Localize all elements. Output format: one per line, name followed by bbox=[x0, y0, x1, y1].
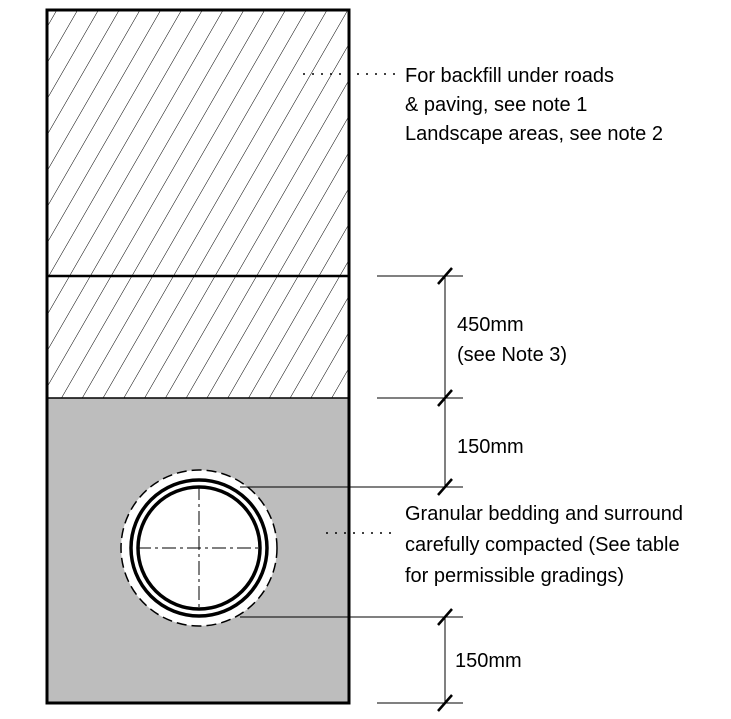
dimension-tick-703 bbox=[437, 694, 453, 712]
dimension-cover-note: (see Note 3) bbox=[457, 344, 567, 366]
backfill-note-line-1: For backfill under roads bbox=[405, 65, 614, 87]
dimension-tick-617 bbox=[437, 608, 453, 626]
dimension-cover-value: 450mm bbox=[457, 314, 524, 336]
backfill-note-line-2: & paving, see note 1 bbox=[405, 94, 587, 116]
dimension-tick-487 bbox=[437, 478, 453, 496]
trench-outline bbox=[45, 8, 351, 705]
dimension-above-pipe-value: 150mm bbox=[457, 436, 524, 458]
dimension-tick-276 bbox=[437, 267, 453, 285]
dimension-below-pipe-value: 150mm bbox=[455, 650, 522, 672]
backfill-zone bbox=[47, 10, 349, 276]
backfill-note-line-3: Landscape areas, see note 2 bbox=[405, 123, 663, 145]
bedding-note-line-3: for permissible gradings) bbox=[405, 565, 624, 587]
dimension-tick-398 bbox=[437, 389, 453, 407]
selected-fill-zone bbox=[47, 276, 349, 398]
pipe bbox=[120, 469, 278, 627]
bedding-note-line-1: Granular bedding and surround bbox=[405, 503, 683, 525]
bedding-note-line-2: carefully compacted (See table bbox=[405, 534, 680, 556]
